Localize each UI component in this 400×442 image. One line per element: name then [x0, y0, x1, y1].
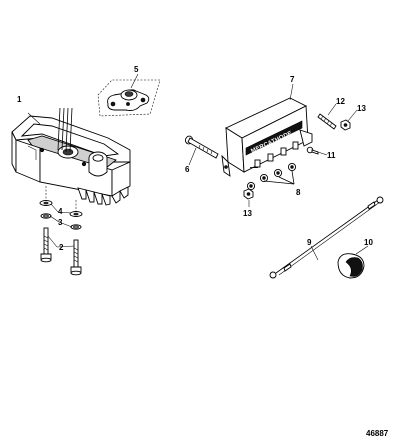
part-8-terminal-nuts [246, 162, 297, 191]
callout-leaders [27, 73, 369, 261]
regulator-terminals [254, 141, 299, 168]
callout-6: 6 [185, 165, 190, 174]
callout-7: 7 [290, 75, 295, 84]
part-2-mounting-screws [40, 186, 82, 276]
callout-numbers: 1 2 3 4 5 6 7 8 9 10 11 12 13 13 [17, 65, 373, 252]
figure-number: 46887 [366, 429, 389, 438]
callout-9: 9 [307, 238, 312, 247]
part-12-stud [317, 113, 337, 130]
callout-5: 5 [134, 65, 139, 74]
callout-10: 10 [364, 238, 373, 247]
heat-sink-fins [77, 186, 129, 206]
callout-1: 1 [17, 95, 22, 104]
part-13-hex-nut-lower [243, 188, 254, 200]
part-3-lock-washers [40, 213, 82, 230]
part-4-flat-washers [39, 200, 83, 217]
callout-12: 12 [336, 97, 345, 106]
part-9-ground-strap [269, 196, 384, 279]
part-7-regulator-module: MERCATHODE — [221, 97, 313, 177]
callout-8: 8 [296, 188, 301, 197]
callout-13-upper: 13 [357, 104, 366, 113]
part-1-heat-sink-housing [11, 107, 131, 206]
part-5-sensor-bracket [97, 79, 161, 117]
svg-text:—: — [250, 163, 258, 172]
part-6-long-bolt [184, 135, 219, 159]
callout-11: 11 [327, 151, 336, 160]
part-11-small-screw [306, 146, 319, 155]
callout-2: 2 [59, 243, 64, 252]
callout-13-lower: 13 [243, 209, 252, 218]
callout-3: 3 [58, 218, 63, 227]
part-10-boot-cap [337, 253, 365, 279]
part-13-hex-nut-upper [340, 119, 351, 131]
callout-4: 4 [58, 207, 63, 216]
